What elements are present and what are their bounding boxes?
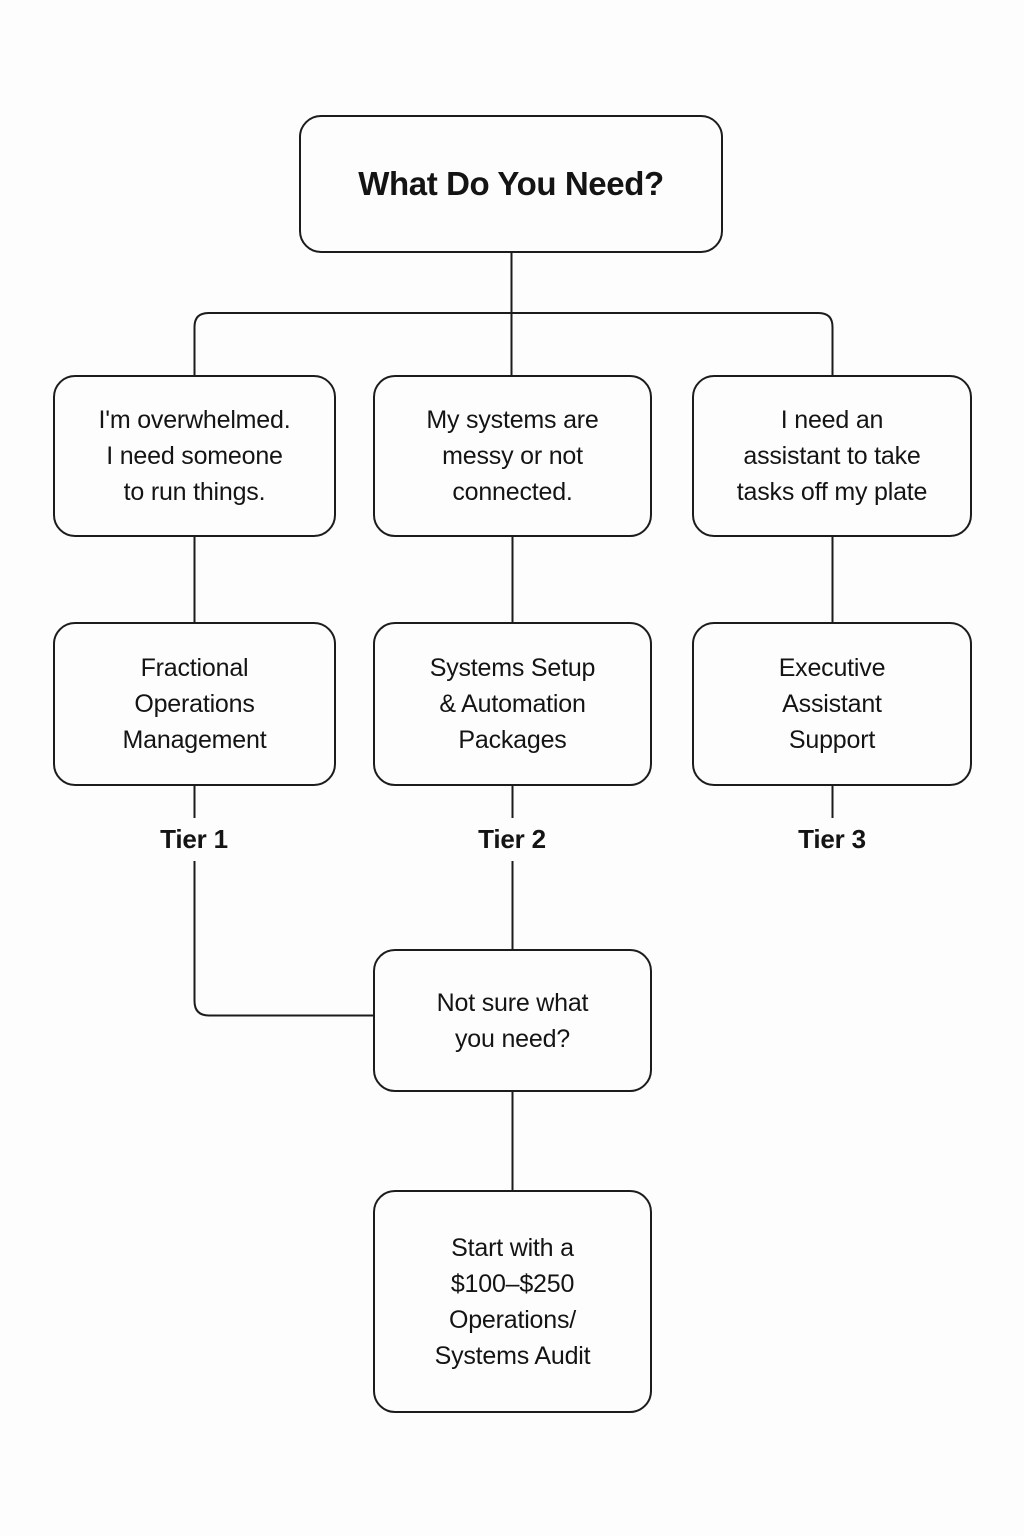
root-node-what-do-you-need: What Do You Need? (299, 115, 723, 253)
tier-1-label: Tier 1 (160, 824, 228, 854)
service-node-systems-setup: Systems Setup & Automation Packages (373, 622, 652, 786)
connector-tier-1-to-fallback (193, 861, 373, 1017)
need-node-messy-systems: My systems are messy or not connected. (373, 375, 652, 537)
need-node-overwhelmed: I'm overwhelmed. I need someone to run t… (53, 375, 336, 537)
connector-branch-rail (193, 312, 834, 375)
service-node-fractional-operations: Fractional Operations Management (53, 622, 336, 786)
tier-2-label: Tier 2 (478, 824, 546, 854)
recommendation-node-operations-audit: Start with a $100–$250 Operations/ Syste… (373, 1190, 652, 1413)
service-node-executive-assistant: Executive Assistant Support (692, 622, 972, 786)
tier-3-label: Tier 3 (798, 824, 866, 854)
need-node-assistant: I need an assistant to take tasks off my… (692, 375, 972, 537)
fallback-node-not-sure: Not sure what you need? (373, 949, 652, 1092)
